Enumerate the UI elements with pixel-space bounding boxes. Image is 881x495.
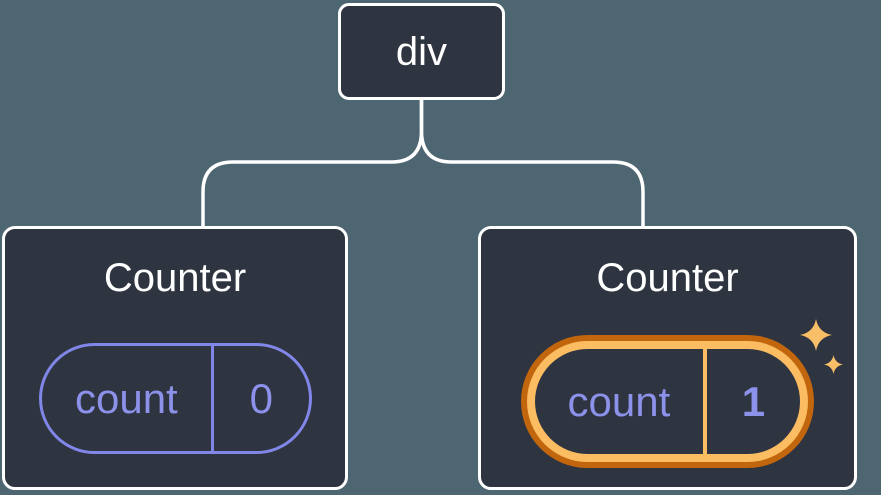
state-key-label: count xyxy=(567,377,671,425)
root-node-label: div xyxy=(395,29,448,74)
counter-title: Counter xyxy=(103,256,247,300)
state-key-cell: count xyxy=(535,349,703,454)
counter-card-right: Counter count 1 xyxy=(478,226,857,490)
state-value-cell: 1 xyxy=(702,349,800,454)
counter-title: Counter xyxy=(596,256,739,300)
state-pill: count 0 xyxy=(38,343,312,454)
connector-root-to-left-child xyxy=(201,100,424,227)
sparkle-icon-large xyxy=(800,319,832,351)
state-pill-highlight-ring: count 1 xyxy=(521,335,814,468)
state-pill-highlighted: count 1 xyxy=(535,349,800,454)
state-value-cell: 0 xyxy=(211,346,308,451)
sparkle-icon-small xyxy=(824,355,843,374)
root-node-div: div xyxy=(338,3,505,100)
state-value-label: 0 xyxy=(249,374,274,422)
state-pill-highlight-ring-inner: count 1 xyxy=(527,341,808,462)
state-key-cell: count xyxy=(42,346,212,451)
counter-card-left: Counter count 0 xyxy=(2,226,348,490)
state-value-label: 1 xyxy=(741,377,766,425)
connector-root-to-right-child xyxy=(419,100,645,227)
state-key-label: count xyxy=(74,374,178,422)
